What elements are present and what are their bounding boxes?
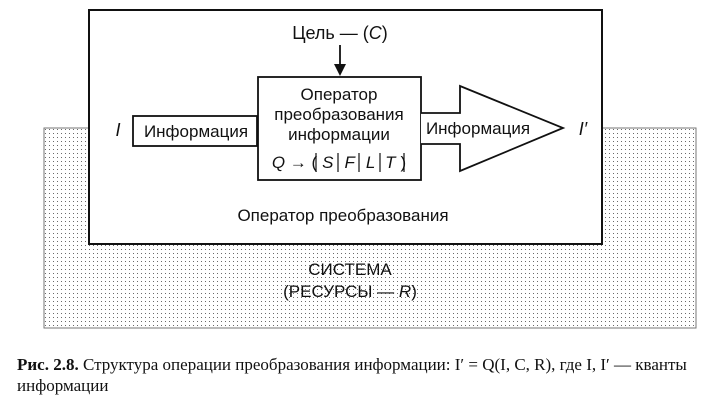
operator-box-line-1: Оператор xyxy=(301,85,378,104)
input-info-label: Информация xyxy=(144,122,248,141)
output-info-label: Информация xyxy=(426,119,530,138)
diagram: Цель — (C) I Информация Оператор преобра… xyxy=(43,9,697,329)
operator-outer-label: Оператор преобразования xyxy=(237,206,448,225)
operator-box-line-2: преобразования xyxy=(274,105,403,124)
resources-label: (РЕСУРСЫ — R) xyxy=(283,282,417,301)
figure-caption: Рис. 2.8. Структура операции преобразова… xyxy=(17,354,693,396)
input-info-box xyxy=(132,115,258,147)
goal-label: Цель — (C) xyxy=(292,23,388,43)
system-label: СИСТЕМА xyxy=(308,260,392,279)
goal-arrowhead-icon xyxy=(334,64,346,76)
caption-text: Структура операции преобразования информ… xyxy=(17,355,687,395)
caption-lead: Рис. 2.8. xyxy=(17,355,79,374)
output-symbol: I′ xyxy=(579,119,588,139)
operator-box-line-3: информации xyxy=(288,125,390,144)
output-arrow-shape xyxy=(421,84,566,173)
input-symbol: I xyxy=(115,120,120,140)
operator-box xyxy=(257,76,422,181)
